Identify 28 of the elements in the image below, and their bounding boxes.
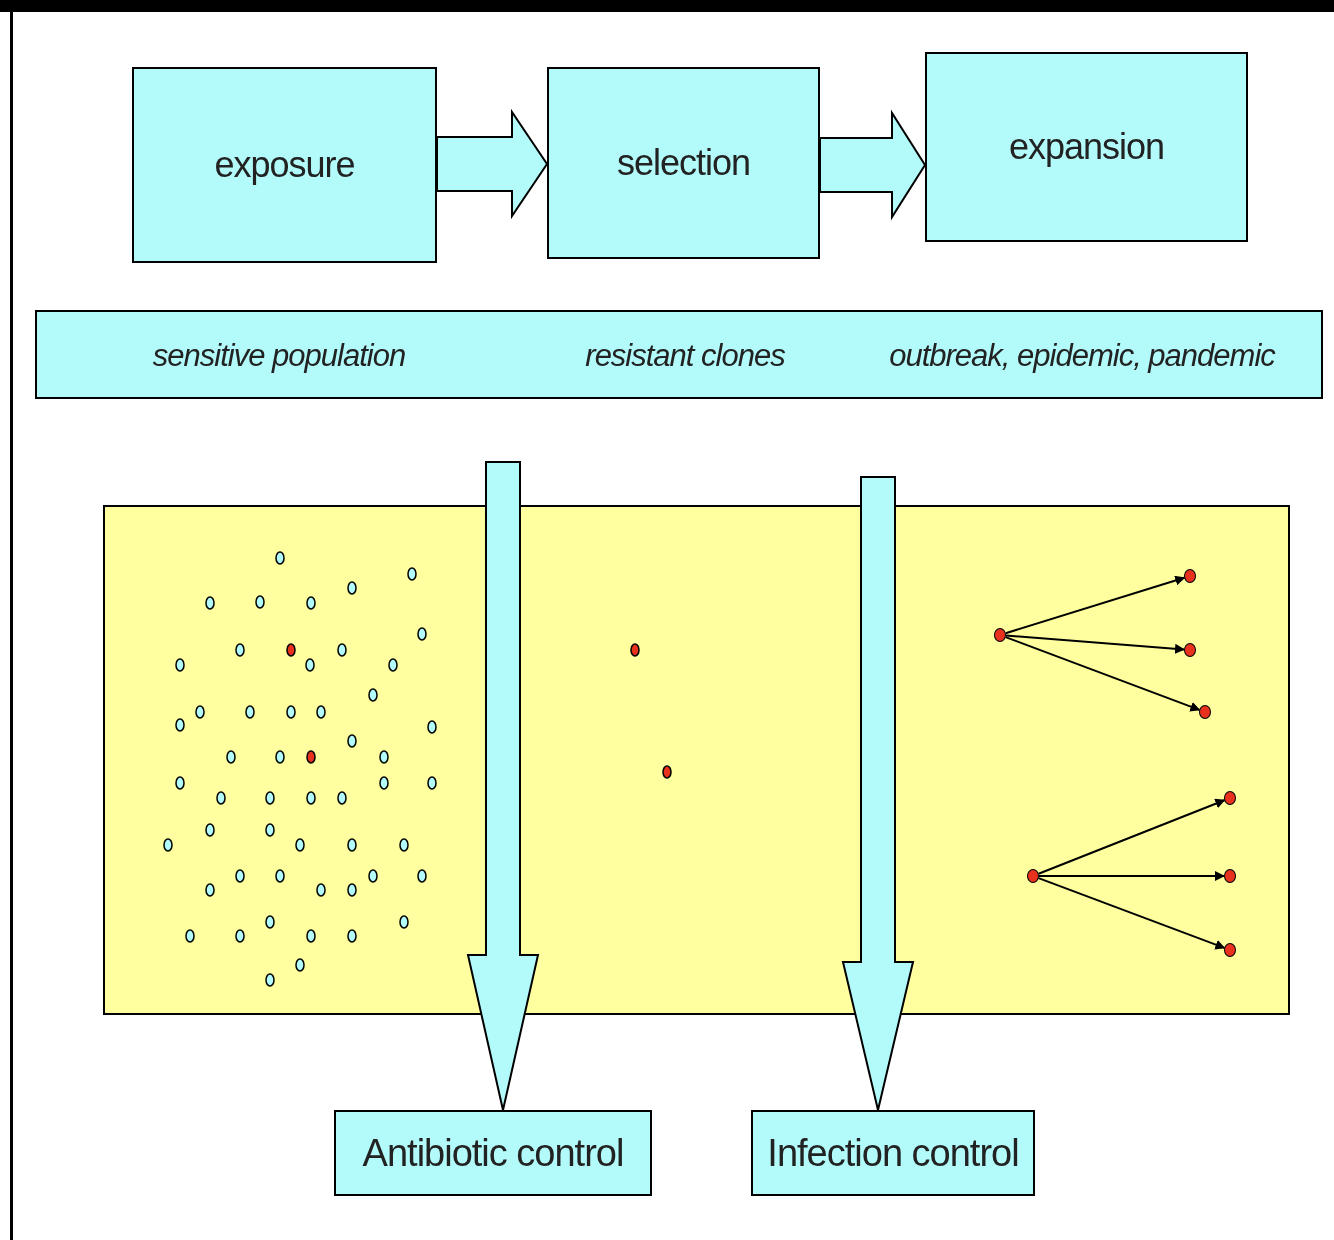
block-arrow [819, 109, 927, 221]
arrow [1005, 634, 1185, 654]
stage-label: sensitive population [152, 338, 406, 374]
cell-dot [1224, 791, 1236, 805]
block-arrow [436, 108, 549, 220]
arrow [1037, 877, 1226, 950]
stage-label: outbreak, epidemic, pandemic [889, 338, 1275, 374]
cell-dot [1224, 943, 1236, 957]
block-arrow [841, 476, 915, 1111]
process-box: selection [547, 67, 820, 259]
arrow [1038, 871, 1225, 881]
process-box: exposure [132, 67, 437, 263]
cell-dot [994, 628, 1006, 642]
arrow [1004, 575, 1186, 635]
arrow [1037, 798, 1226, 875]
cell-dot [1027, 869, 1039, 883]
stage-band [35, 310, 1323, 399]
block-arrow [466, 461, 540, 1111]
cell-dot [1184, 569, 1196, 583]
control-box: Infection control [751, 1110, 1035, 1196]
process-box: expansion [925, 52, 1248, 242]
arrow [1004, 636, 1201, 712]
cell-dot [1199, 705, 1211, 719]
population-panel [103, 505, 1290, 1015]
cell-dot [1224, 869, 1236, 883]
cell-dot [1184, 643, 1196, 657]
stage-label: resistant clones [585, 338, 785, 374]
control-box: Antibiotic control [334, 1110, 652, 1196]
